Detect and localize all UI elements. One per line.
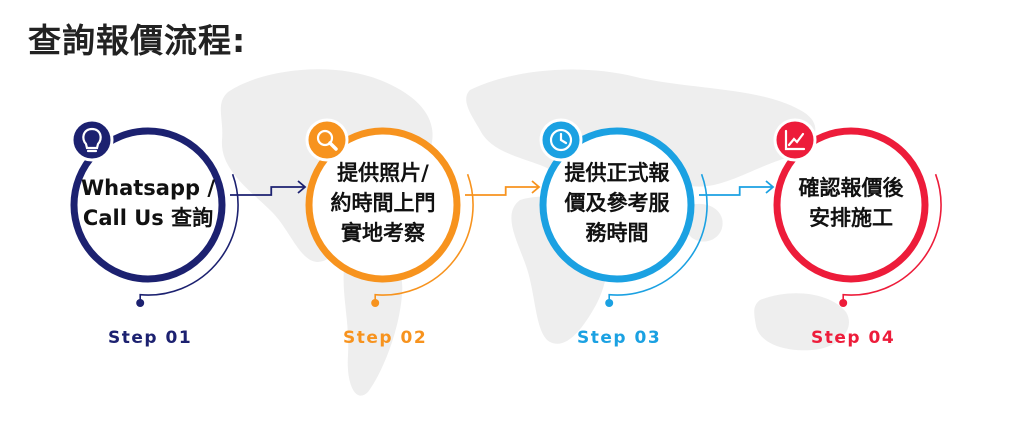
- page-title: 查詢報價流程:: [28, 21, 247, 60]
- step-label: Step 02: [343, 328, 428, 348]
- step-text: 提供正式報 價及參考服 務時間: [564, 161, 670, 245]
- step-dot: [371, 299, 380, 307]
- arrow-head: [765, 180, 775, 194]
- connector-arrow: [230, 186, 305, 196]
- icon-badge: [70, 118, 114, 162]
- step-text: Whatsapp / Call Us 查詢: [80, 176, 216, 230]
- step-label: Step 03: [577, 328, 662, 348]
- step-arc: [608, 173, 708, 300]
- step-dot: [839, 299, 848, 307]
- step-dot: [605, 299, 614, 307]
- step-arc: [139, 173, 239, 300]
- step-circle: [70, 127, 226, 283]
- connector-arrow: [699, 186, 773, 196]
- step-text: 提供照片/ 約時間上門 實地考察: [330, 161, 436, 245]
- step-circle: [539, 127, 695, 283]
- step-circle: [773, 127, 929, 283]
- step-arc: [842, 173, 942, 300]
- icon-badge: [305, 118, 349, 162]
- arrow-head: [297, 180, 307, 194]
- connector-arrow: [465, 186, 539, 196]
- step-label: Step 01: [108, 328, 193, 348]
- lightbulb-icon: [82, 127, 102, 153]
- step-circle: [305, 127, 461, 283]
- arrow-head: [531, 180, 541, 194]
- step-text: 確認報價後 安排施工: [798, 176, 904, 230]
- step-label: Step 04: [811, 328, 896, 348]
- step-dot: [136, 299, 145, 307]
- clock-icon: [549, 128, 573, 152]
- step-circles: [70, 118, 942, 307]
- chart-up-icon: [784, 129, 806, 151]
- search-icon: [316, 129, 338, 151]
- step-arc: [374, 173, 474, 300]
